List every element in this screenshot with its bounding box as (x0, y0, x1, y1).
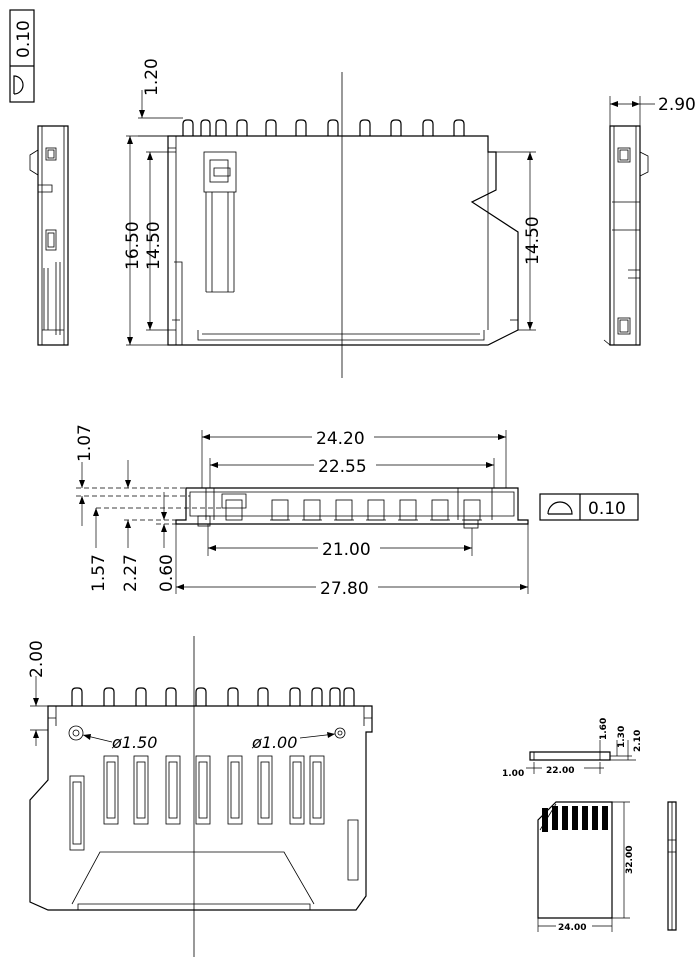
dim-label-1-57: 1.57 (89, 554, 109, 592)
dim-label-27-80: 27.80 (320, 579, 369, 599)
hole-left: ø1.50 (68, 725, 157, 752)
dim-label-22-55: 22.55 (318, 457, 367, 477)
dim-16-50: 16.50 (123, 135, 168, 346)
sd-dim-22-00: 22.00 (546, 766, 574, 776)
vertical-dims-front: 1.07 1.57 2.27 0.60 (75, 424, 222, 592)
dim-label-1-07: 1.07 (75, 424, 95, 462)
dim-27-80: 27.80 (175, 524, 529, 599)
front-view: 24.20 22.55 21.00 27.80 (75, 424, 639, 599)
tolerance-box-vertical: 0.10 (9, 9, 35, 103)
sd-card-contacts (542, 806, 608, 832)
dim-2-00: 2.00 (27, 640, 48, 746)
sd-dim-bottom: 24.00 (537, 918, 613, 933)
sd-top-dims: 1.60 1.30 2.10 (599, 718, 643, 761)
sd-dim-1-60: 1.60 (599, 718, 609, 740)
dim-label-21-00: 21.00 (322, 540, 371, 560)
dim-1-20: 1.20 (138, 58, 183, 137)
hole-left-label: ø1.50 (111, 733, 157, 752)
dim-label-2-00: 2.00 (27, 640, 47, 678)
front-contacts (225, 499, 482, 521)
bottom-view: ø1.50 ø1.00 (27, 636, 373, 957)
dim-label-16-50: 16.50 (123, 221, 143, 270)
dim-label-0-60: 0.60 (157, 554, 177, 592)
sd-dim-32-00: 32.00 (625, 846, 635, 874)
side-view-right: 2.90 (603, 95, 696, 346)
sd-dim-1-00: 1.00 (502, 769, 524, 779)
dim-14-50-right: 14.50 (496, 151, 543, 331)
sd-card-reference: 1.60 1.30 2.10 1.00 22.00 3 (502, 718, 677, 933)
bottom-pins (71, 687, 355, 706)
dim-24-20: 24.20 (201, 427, 507, 488)
dim-label-1-20: 1.20 (142, 58, 162, 96)
sd-dim-2-10: 2.10 (633, 730, 643, 752)
sd-dim-24-00: 24.00 (558, 923, 586, 933)
tolerance-value-front: 0.10 (588, 499, 626, 519)
dim-14-50-left: 14.50 (144, 151, 176, 331)
top-pins (182, 119, 465, 136)
hole-right-label: ø1.00 (251, 733, 297, 752)
dim-22-55: 22.55 (209, 455, 495, 488)
top-view: 1.20 16.50 14.50 14.50 (123, 58, 543, 378)
tolerance-value-left: 0.10 (14, 20, 34, 58)
side-view-left: 0.10 (9, 9, 69, 346)
tolerance-box-horizontal: 0.10 (539, 493, 639, 521)
dim-label-2-27: 2.27 (121, 554, 141, 592)
dim-2-90: 2.90 (609, 95, 696, 126)
dim-label-24-20: 24.20 (316, 429, 365, 449)
sd-dim-vertical: 32.00 (612, 801, 635, 919)
dim-21-00: 21.00 (207, 524, 473, 560)
dim-label-2-90: 2.90 (658, 95, 696, 115)
sd-dim-1-30: 1.30 (617, 726, 627, 748)
hole-right: ø1.00 (251, 727, 346, 752)
dim-label-14-50-left: 14.50 (144, 221, 164, 270)
sd-width-dims: 1.00 22.00 (502, 762, 604, 779)
contact-slots (69, 755, 325, 851)
dim-label-14-50-right: 14.50 (523, 216, 543, 265)
